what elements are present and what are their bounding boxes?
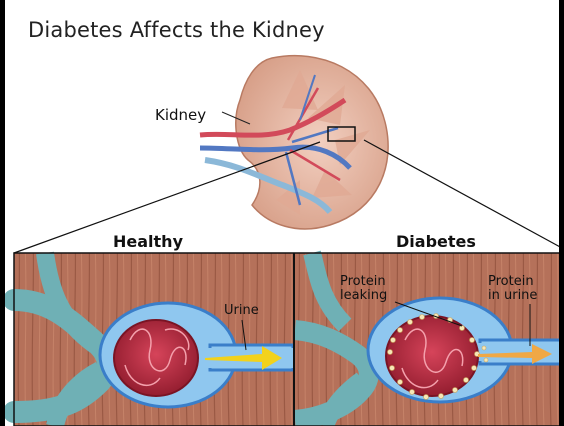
protein-leaking-label: Protein leaking <box>340 275 387 303</box>
right-frame-edge <box>559 0 564 426</box>
kidney-label: Kidney <box>155 106 206 124</box>
kidney-illustration <box>200 56 388 229</box>
protein-in-urine-label: Protein in urine <box>488 275 537 303</box>
healthy-panel <box>14 253 295 426</box>
healthy-heading: Healthy <box>113 232 183 251</box>
left-frame-edge <box>0 0 5 426</box>
urine-label: Urine <box>224 303 259 318</box>
diabetes-heading: Diabetes <box>396 232 476 251</box>
